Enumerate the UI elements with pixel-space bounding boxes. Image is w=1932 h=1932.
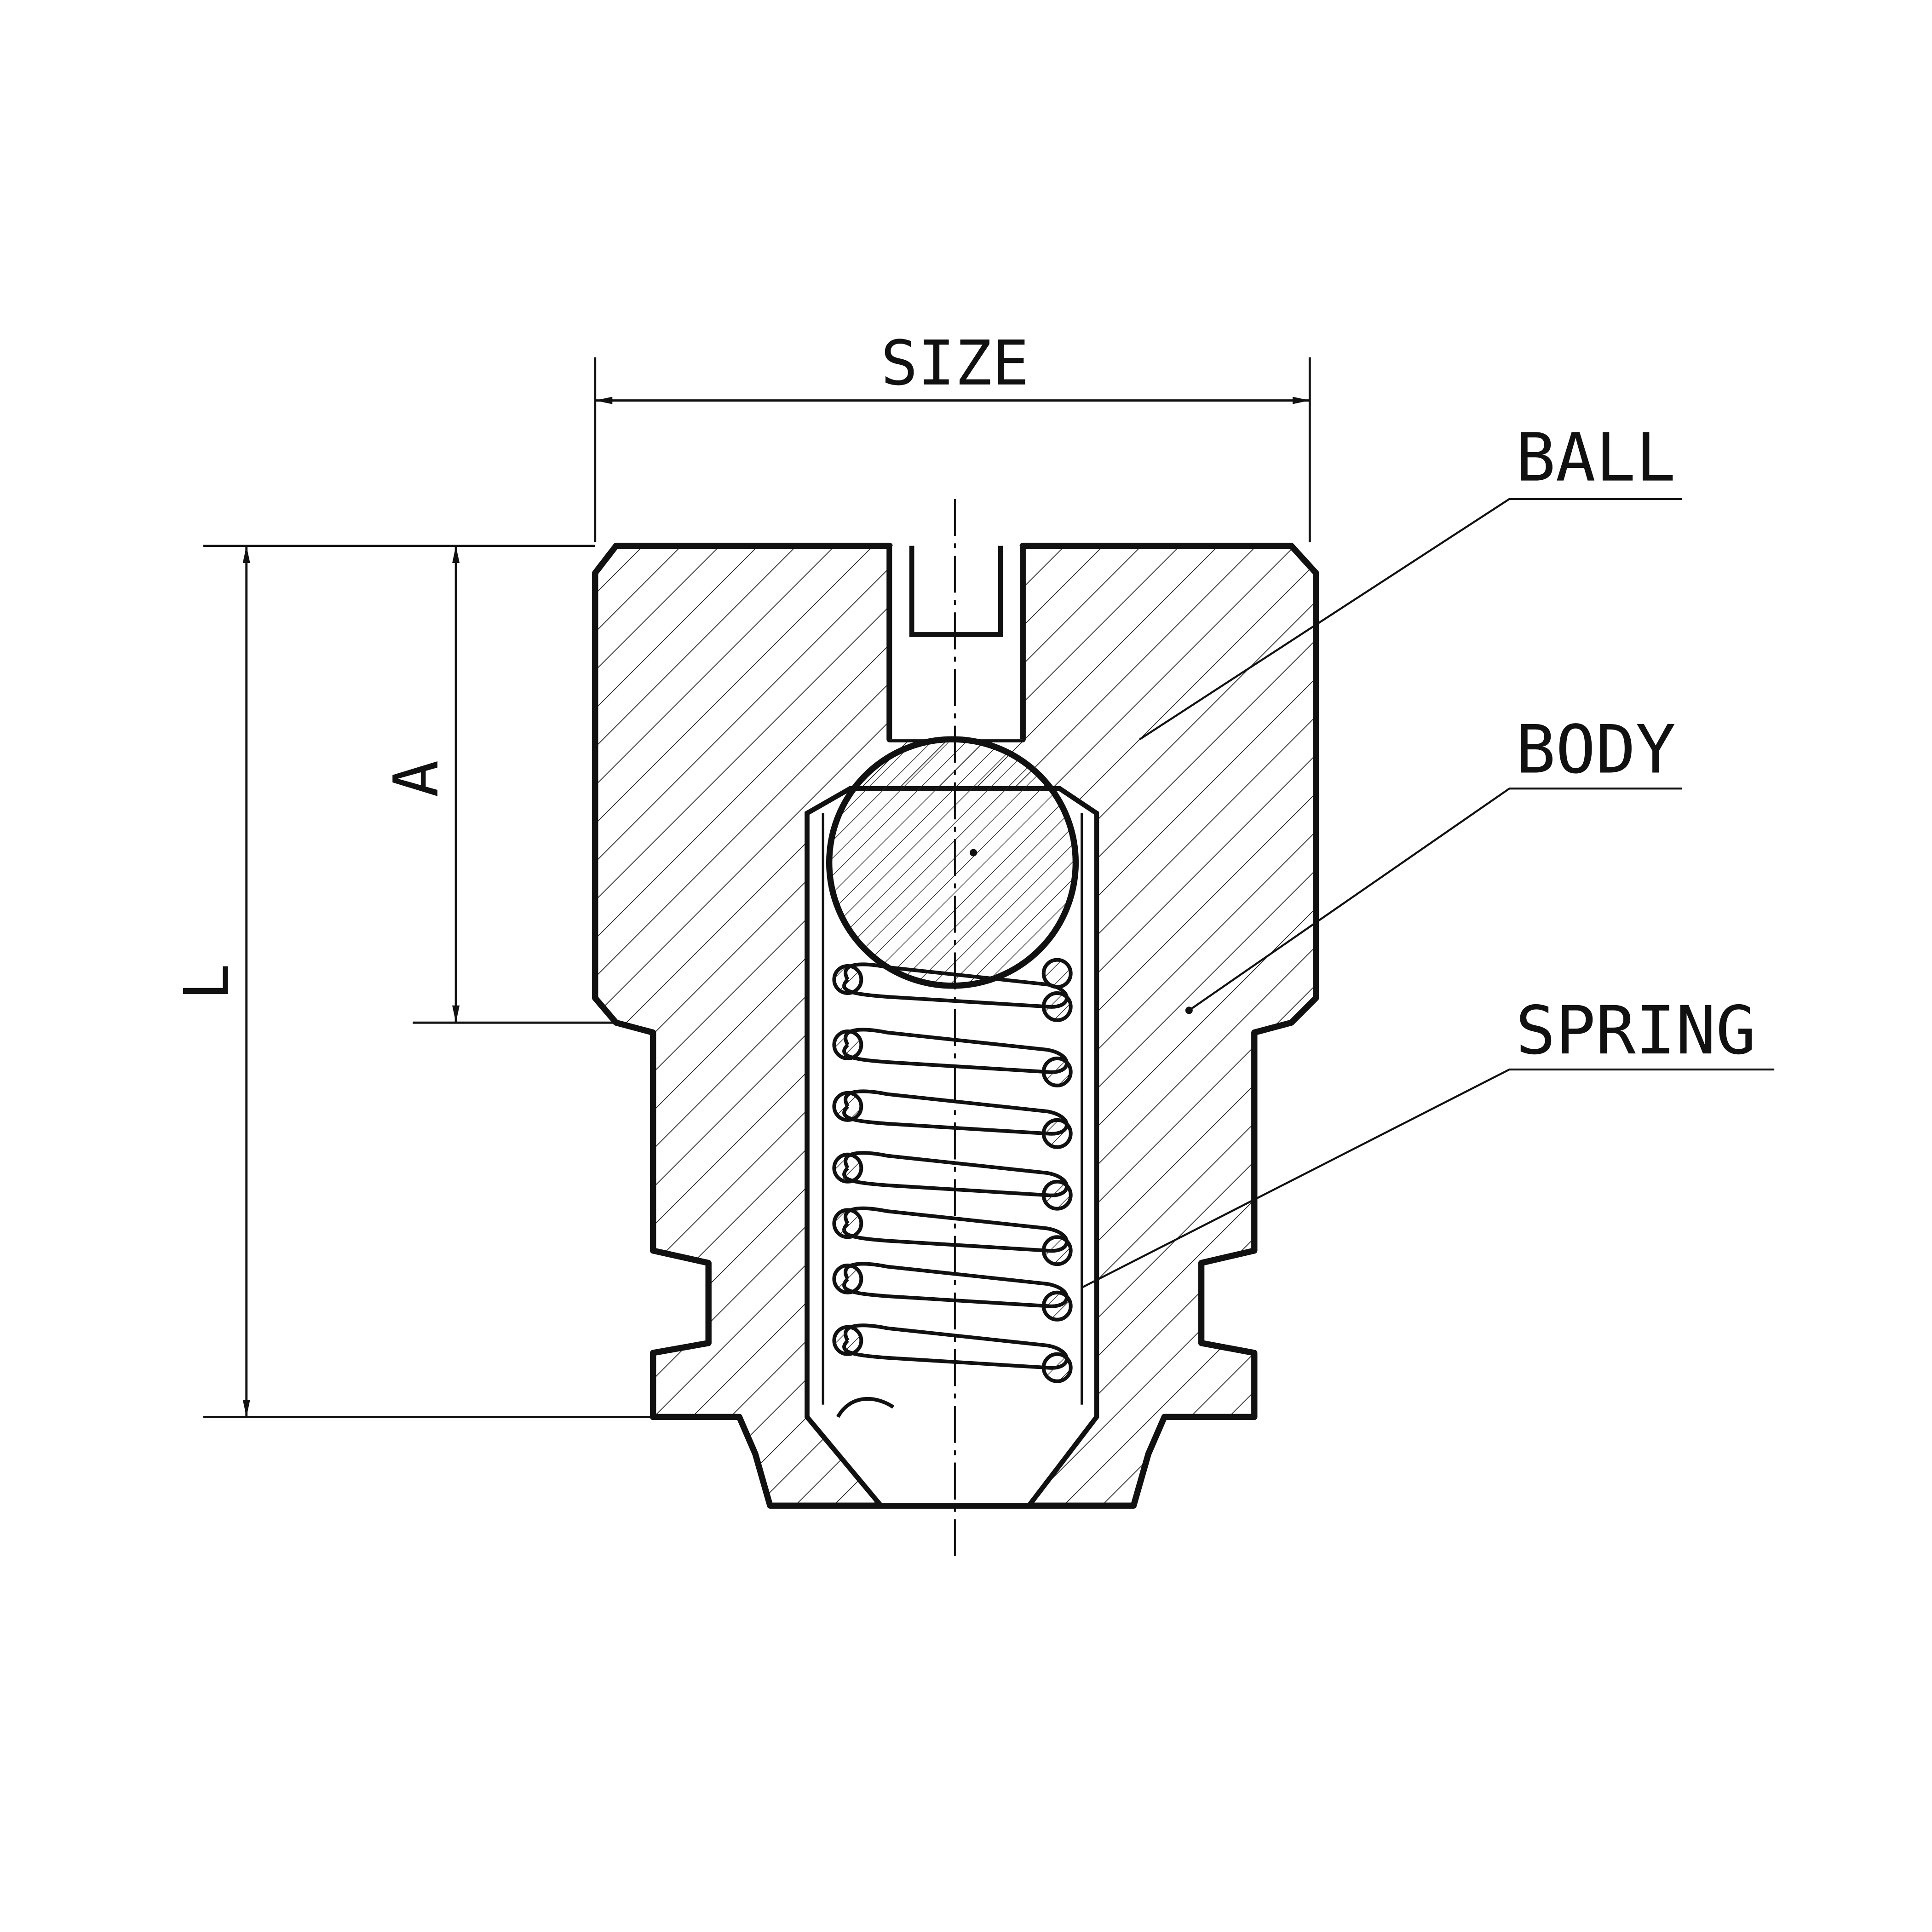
spring-wire-section (832, 1263, 863, 1294)
spring (832, 958, 1073, 1418)
spring-wire-section (1041, 1235, 1073, 1266)
spring-end (836, 1397, 895, 1418)
spring-leader (1081, 1068, 1775, 1289)
body-label: BODY (1516, 711, 1676, 788)
ball-label: BALL (1516, 420, 1676, 497)
spring-wire-section (1041, 1352, 1073, 1383)
length-dimension (203, 545, 653, 1418)
length-label: L (171, 964, 243, 1001)
spring-wire-section (832, 1325, 863, 1356)
size-dimension (594, 357, 1311, 542)
spring-wire-section (832, 1152, 863, 1184)
spring-wire-section (1041, 1290, 1073, 1322)
spring-label: SPRING (1516, 992, 1756, 1070)
spring-wire-section (1041, 1179, 1073, 1211)
spring-wire-section (1041, 1118, 1073, 1149)
a-label: A (380, 760, 452, 798)
spring-wire-section (832, 964, 863, 995)
spring-wire-section (832, 1208, 863, 1239)
size-label: SIZE (881, 328, 1029, 399)
spring-wire-section (1041, 1056, 1073, 1087)
spring-wire-section (832, 1091, 863, 1122)
spring-wire-section (1041, 991, 1073, 1022)
body-leader (1188, 788, 1682, 1012)
spring-wire-section (832, 1029, 863, 1060)
a-dimension (413, 546, 616, 1024)
ball (826, 736, 1079, 989)
ball-leader (1139, 498, 1682, 740)
spring-wire-section (1041, 958, 1073, 989)
